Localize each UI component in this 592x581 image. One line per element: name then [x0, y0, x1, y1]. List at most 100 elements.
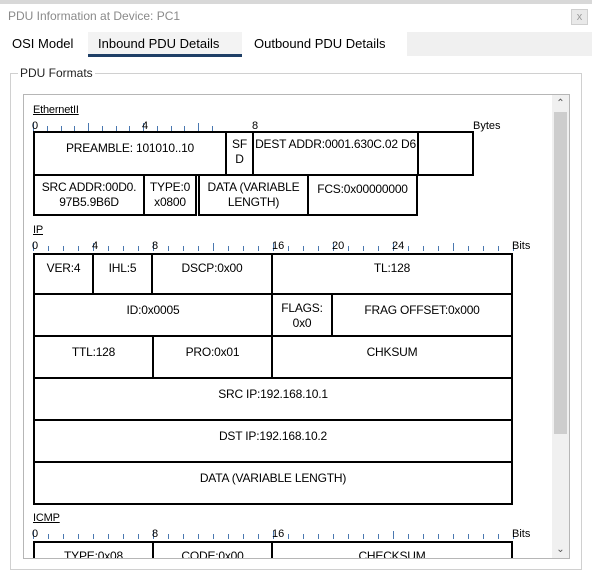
ruler-tick — [129, 126, 131, 131]
tab-label: OSI Model — [12, 36, 74, 51]
ruler-label: 0 — [32, 120, 39, 132]
icmp-field-checksum: CHECKSUM — [271, 541, 513, 558]
field-text: TL:128 — [373, 261, 411, 275]
ruler-label: 0 — [32, 240, 39, 252]
tab-outbound-pdu-details[interactable]: Outbound PDU Details — [244, 32, 396, 56]
ruler-tick — [333, 243, 334, 251]
ruler-tick — [78, 534, 79, 539]
ruler-tick — [108, 246, 109, 251]
ruler-tick — [363, 246, 364, 251]
ruler-tick — [184, 126, 186, 131]
field-text: VER:4 — [46, 261, 81, 275]
ruler-tick — [258, 246, 259, 251]
ruler-tick — [453, 534, 454, 539]
ruler-tick — [513, 531, 514, 539]
ruler-tick — [438, 534, 439, 539]
ip-field-total-length: TL:128 — [271, 253, 513, 295]
ruler-tick — [198, 123, 199, 131]
icmp-unit-label: Bits — [512, 528, 531, 540]
ruler-tick — [168, 246, 169, 251]
ruler-tick — [423, 246, 424, 251]
ruler-tick — [153, 531, 154, 539]
ip-section-title: IP — [33, 224, 43, 236]
ruler-tick — [93, 243, 94, 251]
icmp-field-type: TYPE:0x08 — [33, 541, 154, 558]
ruler-label: 4 — [92, 240, 99, 252]
tab-label: Outbound PDU Details — [254, 36, 386, 51]
field-text: FCS:0x00000000 — [317, 182, 408, 196]
ruler-tick — [213, 534, 214, 539]
ip-field-frag-offset: FRAG OFFSET:0x000 — [331, 293, 513, 337]
tab-bar: OSI Model Inbound PDU Details Outbound P… — [0, 32, 592, 57]
close-icon: x — [576, 11, 583, 23]
field-text: DATA (VARIABLE LENGTH) — [199, 471, 347, 485]
ip-field-id: ID:0x0005 — [33, 293, 273, 337]
ruler-tick — [88, 123, 89, 131]
ruler-tick — [63, 534, 64, 539]
field-text: DST IP:192.168.10.2 — [218, 429, 328, 443]
active-tab-indicator — [88, 54, 242, 57]
tab-inbound-pdu-details[interactable]: Inbound PDU Details — [88, 32, 242, 57]
scroll-up-button[interactable]: ⌃ — [552, 95, 569, 112]
ruler-tick — [363, 534, 364, 539]
ruler-tick — [156, 126, 158, 131]
ruler-tick — [211, 126, 213, 131]
ruler-tick — [378, 246, 379, 251]
ruler-tick — [303, 534, 304, 539]
group-title: PDU Formats — [18, 66, 95, 80]
ruler-label: 4 — [142, 120, 149, 132]
ruler-tick — [408, 534, 409, 539]
ruler-tick — [198, 246, 199, 251]
ruler-tick — [483, 246, 484, 251]
chevron-up-icon: ⌃ — [556, 98, 565, 109]
ip-field-ttl: TTL:128 — [33, 335, 154, 379]
tab-osi-model[interactable]: OSI Model — [2, 32, 84, 56]
ruler-tick — [483, 534, 484, 539]
ruler-tick — [183, 534, 184, 539]
ruler-tick — [153, 243, 154, 251]
ruler-tick — [60, 126, 62, 131]
ruler-label: 0 — [32, 528, 39, 540]
field-text: FLAGS: 0x0 — [281, 301, 323, 330]
ruler-tick — [423, 534, 424, 539]
scroll-down-button[interactable]: ⌄ — [552, 541, 569, 558]
field-text: IHL:5 — [108, 261, 137, 275]
field-text: DEST ADDR:0001.630C.02 D6 — [255, 137, 416, 151]
ruler-tick — [228, 246, 229, 251]
field-text: FRAG OFFSET:0x000 — [364, 303, 480, 317]
field-text: DSCP:0x00 — [181, 261, 243, 275]
ruler-tick — [33, 243, 34, 251]
ruler-label: 20 — [332, 240, 345, 252]
ruler-tick — [288, 246, 289, 251]
title-bar-strip — [0, 0, 592, 4]
field-text: SRC IP:192.168.10.1 — [218, 387, 328, 401]
ip-field-ihl: IHL:5 — [92, 253, 153, 295]
field-text: CHKSUM — [366, 345, 418, 359]
scrollbar-thumb[interactable] — [554, 112, 567, 434]
ruler-tick — [303, 246, 304, 251]
ruler-label: 16 — [272, 528, 285, 540]
ruler-tick — [258, 534, 259, 539]
ip-field-dst-ip: DST IP:192.168.10.2 — [33, 419, 513, 463]
ruler-tick — [438, 246, 439, 251]
ruler-tick — [143, 123, 144, 131]
ip-field-dscp: DSCP:0x00 — [151, 253, 273, 295]
ruler-tick — [393, 243, 394, 251]
chevron-down-icon: ⌄ — [556, 544, 565, 555]
ip-field-protocol: PRO:0x01 — [152, 335, 273, 379]
ruler-tick — [123, 246, 124, 251]
field-text: TYPE:0 x0800 — [149, 180, 191, 209]
close-button[interactable]: x — [571, 9, 588, 25]
ruler-tick — [78, 246, 79, 251]
ruler-label: 24 — [392, 240, 405, 252]
ethernet-unit-label: Bytes — [473, 120, 501, 132]
vertical-scrollbar[interactable]: ⌃ ⌄ — [552, 95, 569, 558]
ruler-tick — [513, 243, 514, 251]
ruler-tick — [378, 534, 379, 539]
field-text: TTL:128 — [71, 345, 116, 359]
ruler-tick — [498, 246, 499, 251]
eth-field-sfd: SF D — [225, 131, 254, 176]
ruler-tick — [408, 246, 409, 251]
